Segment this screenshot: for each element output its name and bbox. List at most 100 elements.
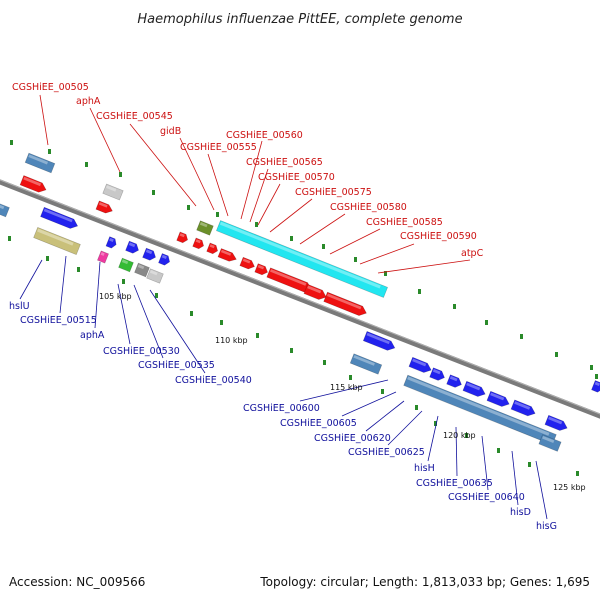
tick-mark [349, 375, 352, 380]
gene-feature [323, 291, 367, 316]
gene-feature [95, 200, 113, 214]
leader-line [133, 284, 164, 359]
gene-label: CGSHiEE_00530 [103, 346, 180, 357]
gene-label: CGSHiEE_00560 [226, 130, 303, 141]
tick-marks [8, 140, 598, 476]
gene-feature [33, 226, 81, 256]
gene-label: CGSHiEE_00620 [314, 433, 391, 444]
tick-mark [384, 271, 387, 276]
leader-line [117, 283, 131, 345]
gene-label: hslU [9, 301, 30, 312]
tick-mark [155, 293, 158, 298]
gene-label: CGSHiEE_00635 [416, 478, 493, 489]
gene-feature [446, 374, 462, 388]
leader-line [94, 261, 101, 329]
leader-line [455, 426, 458, 477]
tick-mark [290, 348, 293, 353]
gene-label: CGSHiEE_00625 [348, 447, 425, 458]
gene-feature [362, 331, 396, 351]
leader-line [481, 435, 489, 491]
tick-mark [465, 433, 468, 438]
tick-mark [576, 471, 579, 476]
accession-text: Accession: NC_009566 [9, 575, 145, 589]
tick-mark [590, 365, 593, 370]
gene-feature [158, 253, 170, 266]
tick-mark [434, 421, 437, 426]
gene-label: CGSHiEE_00605 [280, 418, 357, 429]
gene-feature [349, 353, 383, 375]
gene-feature [102, 183, 124, 201]
tick-mark [453, 304, 456, 309]
gene-label: aphA [76, 96, 101, 107]
gene-label: hisD [510, 507, 531, 518]
leader-line [269, 198, 313, 233]
gene-label: gidB [160, 126, 181, 137]
leader-line [299, 213, 346, 245]
gene-label: hisG [536, 521, 557, 532]
gene-feature [146, 268, 164, 284]
scale-label: 120 kbp [443, 431, 476, 440]
tick-mark [190, 311, 193, 316]
map-title: Haemophilus influenzae PittEE, complete … [137, 12, 462, 27]
tick-mark [520, 334, 523, 339]
gene-label: CGSHiEE_00575 [295, 187, 372, 198]
tick-mark [152, 190, 155, 195]
genome-summary-text: Topology: circular; Length: 1,813,033 bp… [259, 575, 590, 589]
tick-mark [323, 360, 326, 365]
leader-line [249, 168, 269, 223]
gene-label: atpC [461, 248, 484, 259]
tick-mark [77, 267, 80, 272]
leader-line [59, 255, 67, 314]
tick-mark [322, 244, 325, 249]
leader-line [240, 140, 263, 220]
leader-line [341, 391, 397, 417]
leader-line [359, 243, 415, 265]
leader-line [149, 289, 206, 374]
gene-feature [24, 152, 56, 174]
gene-feature [118, 257, 134, 273]
gene-feature [544, 414, 568, 431]
gene-feature [510, 399, 536, 417]
leader-line [535, 460, 548, 520]
gene-label: CGSHiEE_00585 [366, 217, 443, 228]
gene-label: CGSHiEE_00515 [20, 315, 97, 326]
tick-mark [415, 405, 418, 410]
tick-mark [48, 149, 51, 154]
tick-mark [555, 352, 558, 357]
tick-mark [122, 279, 125, 284]
gene-feature [192, 237, 204, 250]
gene-feature [125, 240, 139, 254]
leader-line [511, 450, 519, 506]
tick-mark [46, 256, 49, 261]
tick-mark [10, 140, 13, 145]
gene-feature [591, 380, 600, 393]
gene-feature [239, 256, 255, 270]
gene-label: hisH [414, 463, 435, 474]
tick-mark [595, 374, 598, 379]
leader-line [129, 123, 197, 207]
gene-features [0, 152, 600, 452]
leader-line [39, 94, 49, 146]
leader-line [387, 410, 423, 446]
gene-label: CGSHiEE_00600 [243, 403, 320, 414]
tick-mark [485, 320, 488, 325]
leader-line [329, 228, 381, 255]
gene-feature [176, 231, 188, 244]
genome-backbone-highlight [0, 179, 600, 415]
gene-feature [134, 262, 150, 278]
tick-mark [220, 320, 223, 325]
gene-label: CGSHiEE_00640 [448, 492, 525, 503]
tick-mark [187, 205, 190, 210]
leader-line [89, 107, 121, 173]
tick-mark [255, 222, 258, 227]
gene-label: CGSHiEE_00540 [175, 375, 252, 386]
gene-feature [303, 283, 327, 300]
gene-feature [538, 434, 562, 452]
gene-label: CGSHiEE_00570 [258, 172, 335, 183]
gene-feature [429, 367, 445, 381]
leader-line [257, 183, 281, 226]
gene-feature [0, 202, 10, 218]
tick-mark [256, 333, 259, 338]
leader-line [299, 379, 389, 402]
